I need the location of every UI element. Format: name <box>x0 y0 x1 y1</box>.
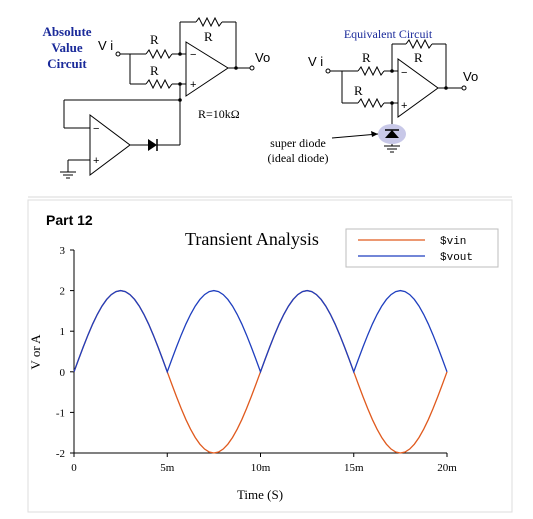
resistor-label: R <box>204 29 213 44</box>
circuit-title-line-1: Absolute <box>42 24 91 39</box>
equivalent-circuit-wiring <box>330 38 462 153</box>
junction-dot <box>234 66 238 70</box>
vin-label: V i <box>98 38 113 53</box>
resistance-note: R=10kΩ <box>198 107 240 121</box>
legend-box <box>345 228 499 268</box>
opamp-symbol <box>89 114 131 176</box>
absolute-value-circuit: Absolute Value Circuit V i <box>42 16 270 179</box>
opamp-minus-sign: − <box>401 67 407 79</box>
junction-dot <box>444 86 448 90</box>
opamp-minus-sign: − <box>93 123 99 135</box>
series-layer <box>73 289 448 454</box>
x-tick-label: 0 <box>71 462 77 474</box>
opamp-minus-sign: − <box>190 49 196 61</box>
x-tick-label: 10m <box>251 462 271 474</box>
legend: $vin $vout <box>345 228 499 268</box>
y-tick-label: 2 <box>60 286 66 298</box>
x-tick-label: 5m <box>160 462 175 474</box>
y-tick-label: 1 <box>60 326 66 338</box>
opamp-plus-sign: + <box>93 155 99 167</box>
legend-label-vin: $vin <box>440 236 466 248</box>
x-ticks: 0 5m 10m 15m 20m <box>71 453 457 474</box>
diode-symbol <box>148 139 157 151</box>
x-tick-label: 20m <box>437 462 457 474</box>
junction-dot <box>390 69 394 73</box>
junction-dot <box>390 101 394 105</box>
junction-dot <box>178 98 182 102</box>
resistor-label: R <box>414 50 423 65</box>
equivalent-circuit: Equivalent Circuit V i <box>268 27 479 165</box>
y-ticks: -2 -1 0 1 2 3 <box>56 245 74 460</box>
resistor-label: R <box>150 32 159 47</box>
y-tick-label: -1 <box>56 407 65 419</box>
circuit-title-line-2: Value <box>51 40 83 55</box>
legend-label-vout: $vout <box>440 252 473 264</box>
x-axis-label: Time (S) <box>237 487 283 502</box>
vin-terminal <box>115 51 121 57</box>
vin-label: V i <box>308 54 323 69</box>
resistor-label: R <box>150 63 159 78</box>
vout-label: Vo <box>255 50 270 65</box>
chart-title: Transient Analysis <box>185 229 319 249</box>
opamp-symbol <box>397 58 439 118</box>
junction-dot <box>178 82 182 86</box>
series-line-vout <box>73 289 448 374</box>
resistor-label: R <box>362 50 371 65</box>
super-diode-icon <box>385 130 399 138</box>
y-axis-label: V or A <box>28 334 43 370</box>
junction-dot <box>178 52 182 56</box>
y-tick-label: -2 <box>56 448 65 460</box>
opamp-plus-sign: + <box>190 79 196 91</box>
circuit-title-line-3: Circuit <box>47 56 87 71</box>
vout-terminal <box>461 85 467 91</box>
y-tick-label: 3 <box>60 245 66 257</box>
super-diode-label-line-2: (ideal diode) <box>268 151 329 165</box>
opamp-plus-sign: + <box>401 100 407 112</box>
equivalent-circuit-title: Equivalent Circuit <box>344 27 433 41</box>
callout-arrowhead <box>371 131 378 137</box>
resistor-label: R <box>354 83 363 98</box>
vout-terminal <box>249 65 255 71</box>
super-diode-label-line-1: super diode <box>270 136 326 150</box>
opamp-symbol <box>185 41 229 97</box>
part-label: Part 12 <box>46 212 93 228</box>
callout-arrow-line <box>331 133 379 139</box>
y-tick-label: 0 <box>60 367 66 379</box>
x-tick-label: 15m <box>344 462 364 474</box>
vin-terminal <box>325 68 331 74</box>
vout-label: Vo <box>463 69 478 84</box>
abs-circuit-wiring <box>60 16 250 179</box>
